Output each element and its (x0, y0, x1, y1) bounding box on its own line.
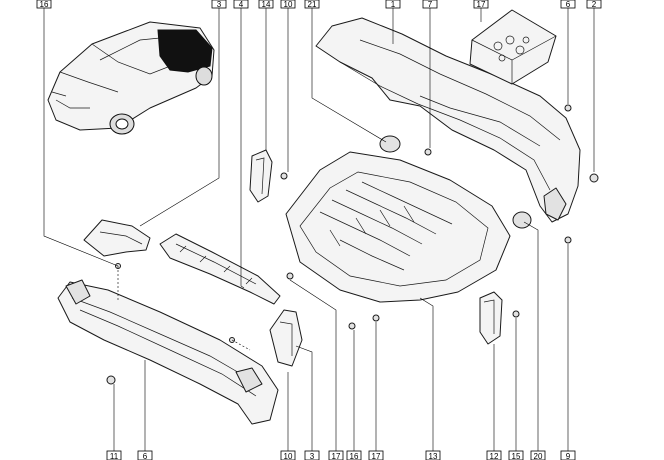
callout-label: 2 (592, 0, 597, 9)
callout-label: 9 (566, 452, 571, 460)
callout-label: 17 (477, 0, 486, 9)
car-overview (47, 21, 215, 135)
callout-label: 7 (428, 0, 433, 9)
absorber-bracket (159, 233, 281, 305)
callout-label: 14 (262, 0, 271, 9)
callout-label: 10 (284, 452, 293, 460)
callout-label: 21 (308, 0, 317, 9)
underbody-tray (285, 135, 532, 303)
callout-label: 16 (40, 0, 49, 9)
fasteners (106, 104, 599, 385)
callout-label: 1 (391, 0, 396, 9)
callout-label: 4 (239, 0, 244, 9)
callouts-bottom: 11 6 10 3 17 16 17 13 12 15 20 9 (106, 450, 576, 460)
callout-label: 15 (512, 452, 521, 460)
callout-label: 6 (143, 452, 148, 460)
callout-label: 16 (350, 452, 359, 460)
callout-label: 6 (566, 0, 571, 9)
callouts-top: 16 3 4 14 10 21 1 7 17 6 2 (36, 0, 602, 9)
rear-bumper-cover (315, 17, 581, 223)
callout-label: 17 (332, 452, 341, 460)
callout-label: 20 (534, 452, 543, 460)
callout-label: 3 (217, 0, 222, 9)
side-bracket-10 (229, 309, 303, 367)
callout-label: 13 (429, 452, 438, 460)
callout-label: 17 (372, 452, 381, 460)
bumper-beam (57, 279, 279, 425)
callout-label: 12 (490, 452, 499, 460)
clip-kit-box (469, 9, 557, 85)
callout-label: 11 (110, 452, 119, 460)
leader-lines-bottom (113, 221, 569, 452)
assembly-line (231, 339, 251, 351)
bracket-14 (249, 149, 288, 203)
bracket-12 (479, 291, 520, 345)
leader-lines-top (43, 8, 595, 289)
side-bracket-3 (83, 219, 151, 269)
callout-label: 3 (310, 452, 315, 460)
callout-label: 10 (284, 0, 293, 9)
